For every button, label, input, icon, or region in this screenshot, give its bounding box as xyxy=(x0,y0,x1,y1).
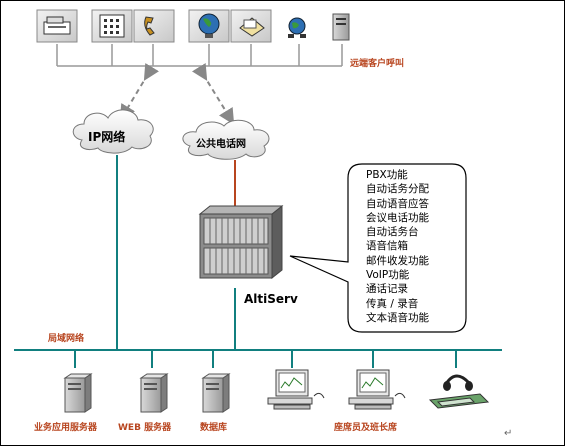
agent-supervisor-label: 座席员及班长席 xyxy=(334,423,398,433)
ip-network-cloud xyxy=(72,109,154,154)
altiserv-server-icon xyxy=(198,204,284,280)
database-server-icon xyxy=(201,373,231,413)
dashed-connections xyxy=(119,62,235,125)
feature-item: 自动语音应答 xyxy=(366,197,429,210)
pstn-cloud xyxy=(182,119,270,160)
web-server-icon xyxy=(139,373,169,413)
feature-item: VoIP功能 xyxy=(366,269,410,282)
return-mark: ↵ xyxy=(504,428,513,439)
remote-clients-label: 远端客户呼叫 xyxy=(350,59,405,69)
pstn-label: 公共电话网 xyxy=(196,139,246,150)
supervisor-workstation-icon xyxy=(348,369,406,410)
lan-bus xyxy=(14,349,502,368)
biz-server-label: 业务应用服务器 xyxy=(34,423,98,433)
feature-item: 会议电话功能 xyxy=(366,211,429,224)
feature-callout xyxy=(289,163,467,333)
lan-label: 局域网络 xyxy=(48,334,85,344)
pc-tower-icon xyxy=(332,13,350,41)
altiserv-label: AltiServ xyxy=(244,292,298,306)
agent-workstation-icon xyxy=(267,369,325,410)
feature-list: PBX功能 自动话务分配 自动语音应答 会议电话功能 自动话务台 语音信箱 邮件… xyxy=(366,168,429,325)
feature-item: 自动话务台 xyxy=(366,226,419,239)
feature-item: 语音信箱 xyxy=(366,240,408,253)
feature-item: 传真 / 录音 xyxy=(366,297,419,310)
phone-keypad-icon xyxy=(91,9,133,43)
client-bracket-lines xyxy=(56,44,343,67)
feature-item: PBX功能 xyxy=(366,169,408,181)
headset-icon xyxy=(428,374,490,409)
feature-item: 邮件收发功能 xyxy=(366,254,429,267)
network-globe-icon xyxy=(288,17,306,38)
feature-item: 自动话务分配 xyxy=(366,183,429,196)
fax-icon xyxy=(36,9,78,43)
ip-network-label: IP网络 xyxy=(88,130,126,144)
feature-item: 通话记录 xyxy=(366,283,408,296)
globe-icon xyxy=(188,9,230,43)
web-server-label: WEB 服务器 xyxy=(118,423,172,433)
handset-icon xyxy=(133,9,175,43)
feature-item: 文本语音功能 xyxy=(366,311,429,324)
database-label: 数据库 xyxy=(200,423,228,433)
mail-fax-icon xyxy=(230,9,272,43)
biz-server-icon xyxy=(63,373,93,413)
